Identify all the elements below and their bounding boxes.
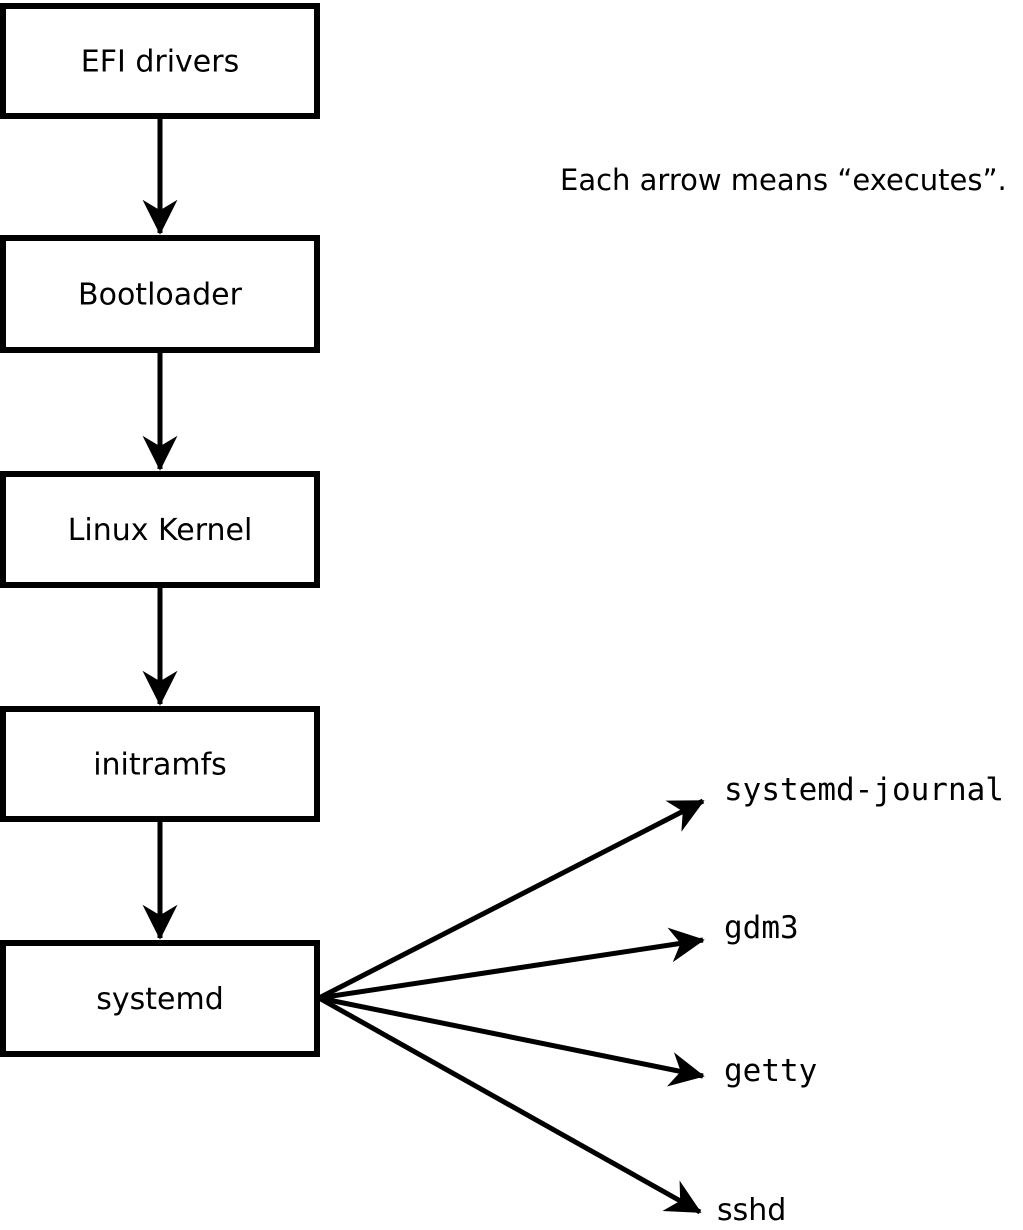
node-linux-kernel: Linux Kernel [0, 471, 320, 588]
executes-arrow-systemd-to-getty [318, 995, 705, 1087]
node-box [0, 3, 320, 119]
node-box [0, 706, 320, 822]
legend-note: Each arrow means “executes”. [560, 163, 1007, 197]
node-label: EFI drivers [81, 45, 239, 80]
process-label-systemd-journal: systemd-journal [724, 772, 1004, 808]
node-label: systemd [96, 982, 224, 1017]
executes-arrow-systemd-to-sshd [317, 995, 702, 1215]
process-label-sshd: sshd [717, 1193, 786, 1228]
node-label: Linux Kernel [68, 513, 253, 548]
executes-arrow-systemd-to-gdm3 [318, 927, 705, 1001]
node-label: Bootloader [78, 278, 243, 313]
process-label-gdm3: gdm3 [724, 910, 799, 946]
node-initramfs: initramfs [0, 706, 320, 822]
node-box [0, 940, 320, 1057]
node-systemd: systemd [0, 940, 320, 1057]
node-box [0, 235, 320, 353]
node-label: initramfs [93, 748, 227, 783]
node-box [0, 471, 320, 588]
node-bootloader: Bootloader [0, 235, 320, 353]
executes-arrow-systemd-to-journal [317, 798, 705, 1001]
process-label-getty: getty [724, 1053, 817, 1089]
node-efi-drivers: EFI drivers [0, 3, 320, 119]
